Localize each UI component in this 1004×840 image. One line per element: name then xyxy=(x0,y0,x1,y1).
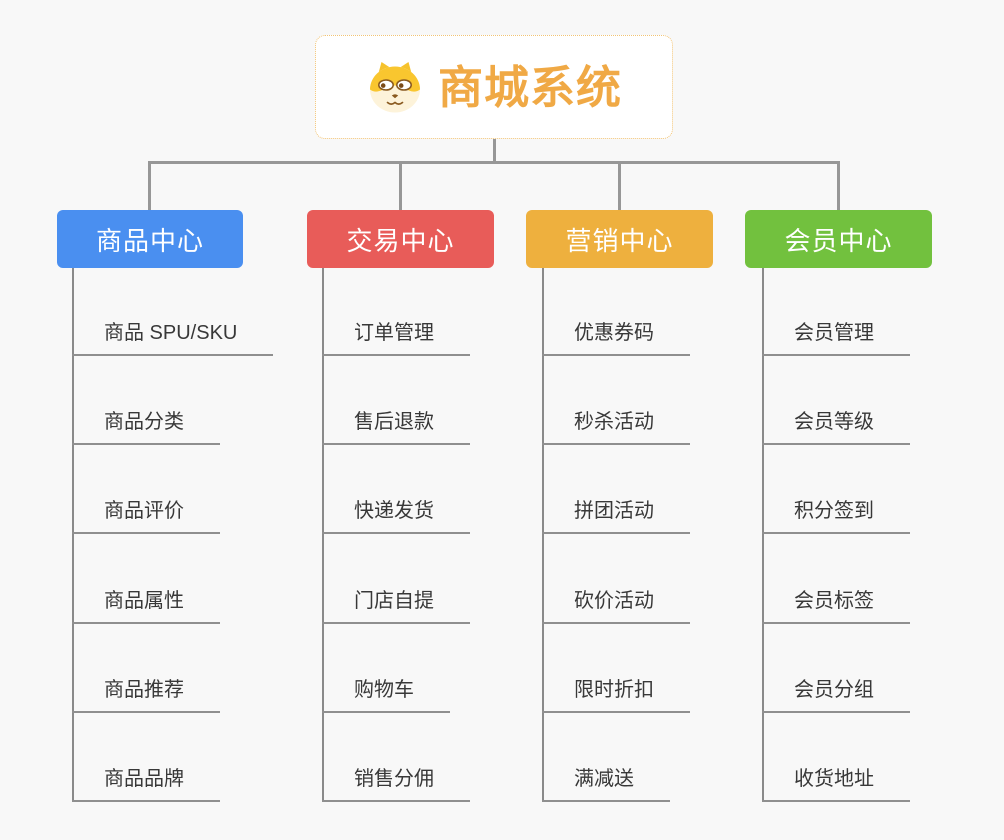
leaf-node[interactable]: 优惠券码 xyxy=(542,320,690,356)
leaf-node[interactable]: 销售分佣 xyxy=(322,766,470,802)
branch-items-product-center: 商品 SPU/SKU 商品分类商品评价商品属性商品推荐商品品牌 xyxy=(72,268,274,802)
leaf-node[interactable]: 会员等级 xyxy=(762,409,910,445)
leaf-node[interactable]: 订单管理 xyxy=(322,320,470,356)
leaf-node[interactable]: 限时折扣 xyxy=(542,677,690,713)
leaf-node[interactable]: 满减送 xyxy=(542,766,670,802)
branch-items-trade-center: 订单管理售后退款快递发货门店自提购物车销售分佣 xyxy=(322,268,470,802)
branch-header-product-center[interactable]: 商品中心 xyxy=(57,210,243,268)
dog-icon xyxy=(366,60,424,114)
connector-root-stub xyxy=(493,139,496,163)
leaf-node[interactable]: 秒杀活动 xyxy=(542,409,690,445)
leaf-node[interactable]: 积分签到 xyxy=(762,498,910,534)
branch-items-member-center: 会员管理会员等级积分签到会员标签会员分组收货地址 xyxy=(762,268,910,802)
branch-items-marketing-center: 优惠券码秒杀活动拼团活动砍价活动限时折扣满减送 xyxy=(542,268,690,802)
connector-drop-3 xyxy=(837,161,840,210)
leaf-node[interactable]: 会员分组 xyxy=(762,677,910,713)
leaf-node[interactable]: 购物车 xyxy=(322,677,450,713)
leaf-node[interactable]: 商品分类 xyxy=(72,409,220,445)
leaf-node[interactable]: 商品 SPU/SKU xyxy=(72,320,274,356)
root-title: 商城系统 xyxy=(437,61,622,113)
leaf-node[interactable]: 售后退款 xyxy=(322,409,470,445)
leaf-node[interactable]: 商品品牌 xyxy=(72,766,220,802)
leaf-node[interactable]: 商品评价 xyxy=(72,498,220,534)
branch-header-member-center[interactable]: 会员中心 xyxy=(745,210,932,268)
leaf-node[interactable]: 会员标签 xyxy=(762,588,910,624)
connector-drop-2 xyxy=(618,161,621,210)
connector-bus xyxy=(148,161,840,164)
leaf-node[interactable]: 商品推荐 xyxy=(72,677,220,713)
leaf-node[interactable]: 拼团活动 xyxy=(542,498,690,534)
leaf-node[interactable]: 门店自提 xyxy=(322,588,470,624)
leaf-node[interactable]: 商品属性 xyxy=(72,588,220,624)
branch-header-marketing-center[interactable]: 营销中心 xyxy=(526,210,713,268)
connector-drop-1 xyxy=(399,161,402,210)
connector-drop-0 xyxy=(148,161,151,210)
leaf-node[interactable]: 会员管理 xyxy=(762,320,910,356)
branch-header-trade-center[interactable]: 交易中心 xyxy=(307,210,494,268)
root-node[interactable]: 商城系统 xyxy=(315,35,673,139)
leaf-node[interactable]: 快递发货 xyxy=(322,498,470,534)
leaf-node[interactable]: 收货地址 xyxy=(762,766,910,802)
leaf-node[interactable]: 砍价活动 xyxy=(542,588,690,624)
